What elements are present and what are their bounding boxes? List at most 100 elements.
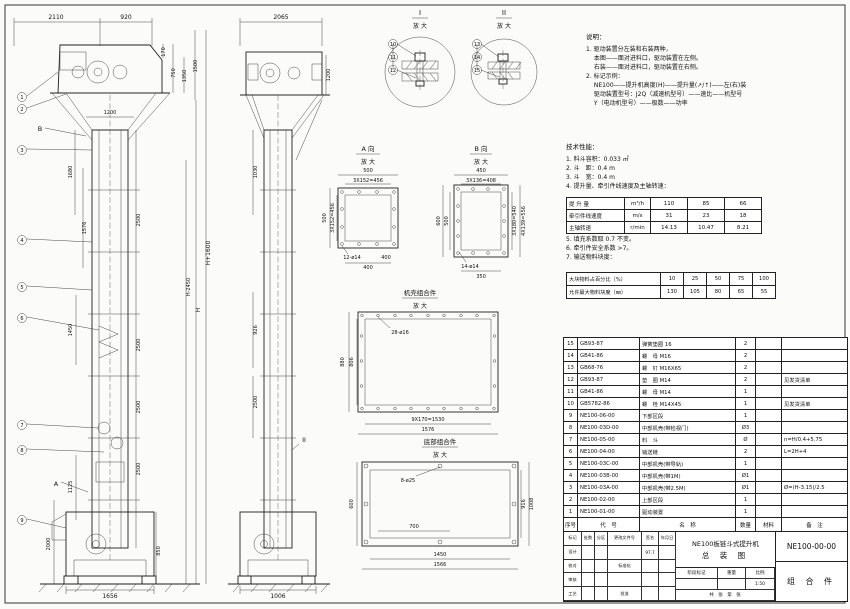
dim-c-holes: 28-ø16 [391,330,409,336]
signature-row: 设计 97.7 [564,545,676,560]
spec-v2: 23 [688,210,725,222]
bom-mat [756,422,782,434]
bom-no: 11 [564,386,578,398]
bom-note [782,470,848,482]
bom-mat [756,362,782,374]
spec-v3: 18 [725,210,762,222]
detail-circle-1: I 放 大 10 11 12 [384,9,456,108]
tech-line: 1. 料斗容积：0.033 ㎥ [566,155,629,163]
load-v3: 80 [707,286,730,299]
bom-name: 中部机壳(带1M) [640,470,736,482]
dim-850: 850 [156,546,162,556]
note-line: 驱动装置型号：J2Q（减速机型号）——速比——机型号 [586,90,743,98]
bom-qty: 2 [736,338,756,350]
bom-note: 见发货清单 [782,398,848,410]
part-balloons-left: 1 2 3 4 5 6 7 8 9 B A [17,71,105,529]
sig-cell [608,573,642,588]
tech-line: 6. 牵引件安全系数 >7。 [566,245,633,252]
dim-c-1530: 9X170=1530 [411,417,444,423]
bom-note [782,362,848,374]
spec-unit: m/s [625,210,651,222]
note-line: 2. 标记示例： [586,72,624,80]
bom-note: n=H/0.4+5.75 [782,434,848,446]
bom-note [782,494,848,506]
bom-table: 15 GB93-87 弹簧垫圈 16 2 14 GB41-86 螺 母 M16 … [563,337,848,518]
sig-cell: 处数 [582,532,595,546]
bom-qty: 2 [736,446,756,458]
bom-header-qty: 数量 [736,518,756,532]
bom-code: GB41-86 [578,386,640,398]
dim-c-1576: 1576 [422,427,435,433]
bom-mat [756,386,782,398]
load-v4: 75 [730,273,753,286]
title-block-scale-grid: 阶段标记 重量 比例 1:50 共 张 第 张 [676,568,775,601]
detail-c-title: 机壳组合件 [404,288,437,297]
dim-c-806: 806 [349,357,355,367]
sig-cell [582,573,595,588]
elevator-front-dim-labels: 2110 920 170 750 1350 1500 1200 1680 157… [46,14,212,600]
detail-1-label: I [419,9,421,17]
marker-a: A [54,480,59,488]
dim-1576: 1576 [82,222,88,235]
bom-header-no: 序号 [564,518,578,532]
bom-qty: 2 [736,350,756,362]
dim-1006: 1006 [270,593,285,600]
balloon-2: 2 [20,107,23,113]
bom-code: GB93-87 [578,374,640,386]
spec-unit: m³/h [625,198,651,210]
bom-no: 6 [564,446,578,458]
spec-label: 主轴转速 [567,222,625,234]
bom-no: 2 [564,494,578,506]
bom-qty: Ø1 [736,470,756,482]
bom-name: 螺 母 M14 [640,386,736,398]
dim-b-450: 450 [476,168,486,174]
spec-v3: 66 [725,198,762,210]
bom-qty: Ø3 [736,422,756,434]
bom-mat [756,374,782,386]
balloon-6: 6 [20,316,23,322]
detail-c-sub: 放 大 [413,302,427,310]
sig-cell: 审核 [564,573,582,588]
bom-no: 10 [564,398,578,410]
scale-label: 比例 [746,568,775,579]
sig-cell: 标记 [564,532,582,546]
drawing-kind: 组 合 件 [786,577,837,586]
spec-unit: r/min [625,222,651,234]
bom-no: 8 [564,422,578,434]
load-v5: 55 [753,286,776,299]
sheet-count-label: 共 张 第 张 [676,590,775,601]
bom-mat [756,458,782,470]
load-v2: 105 [684,286,707,299]
bom-qty: 1 [736,458,756,470]
drawing-title-line1: NE100板链斗式提升机 [692,540,759,548]
spec-v1: 110 [651,198,688,210]
dim-920: 920 [120,14,132,21]
bom-code: NE100-04-00 [578,446,640,458]
sig-cell: 签名 [642,532,659,546]
balloon-8: 8 [20,448,23,454]
detail-view-casing: 机壳组合件 放 大 880 806 28-ø16 9X170=1530 1576 [340,288,499,435]
spec-label: 提 升 量 [567,198,625,210]
detail-b-title: B 向 [474,144,487,153]
sig-cell [659,573,676,588]
detail-b-sub: 放 大 [474,158,488,166]
title-block-middle: NE100板链斗式提升机 总 装 图 阶段标记 重量 比例 1:50 共 张 第… [676,532,776,601]
balloon-13: 13 [474,42,480,48]
bom-note [782,338,848,350]
dim-1450: 1450 [68,324,74,337]
bom-code: GB5782-86 [578,398,640,410]
spec-v2: 10.47 [688,222,725,234]
dim-2500-4: 2500 [136,463,142,476]
bom-name: 螺 栓 M14X45 [640,398,736,410]
bom-note: 见发货清单 [782,374,848,386]
sig-cell: 工艺 [564,587,582,601]
dim-b-600: 600 [436,216,442,226]
sheet-frame [4,4,846,604]
balloon-15: 15 [474,68,480,74]
balloon-1: 1 [20,95,23,101]
balloon-5: 5 [20,285,23,291]
bom-qty: 2 [736,374,756,386]
sig-cell [582,545,595,560]
bom-no: 3 [564,482,578,494]
